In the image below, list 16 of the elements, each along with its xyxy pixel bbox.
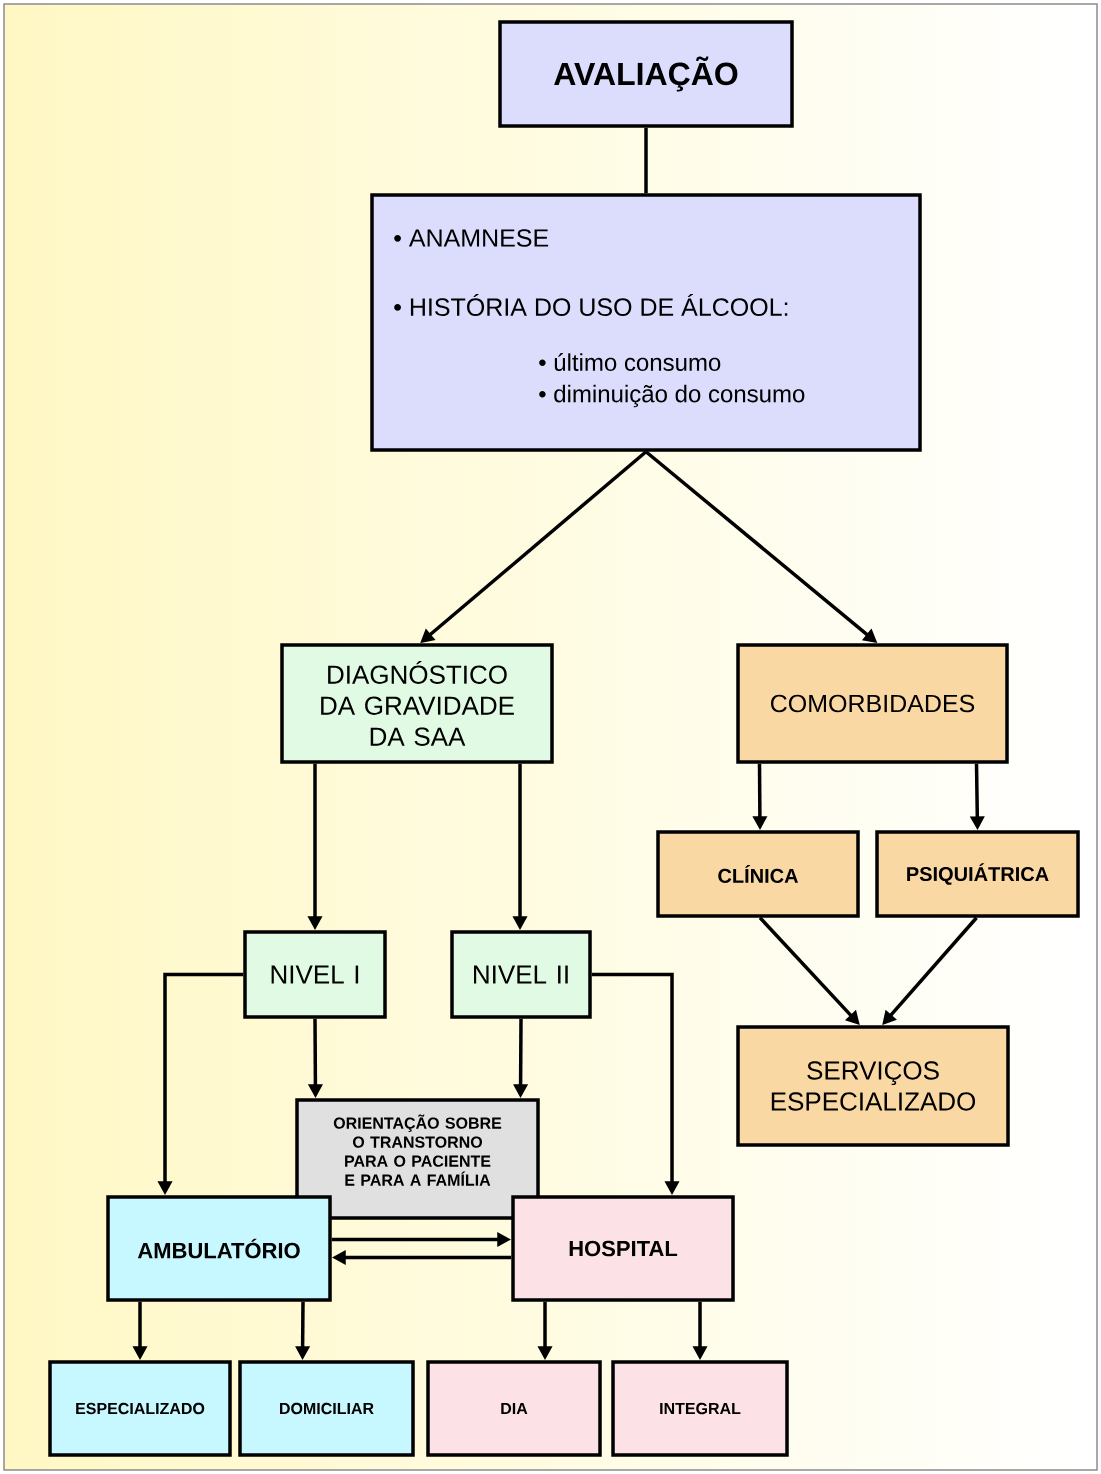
process-box: NIVEL I: [243, 930, 387, 1019]
process-box: AMBULATÓRIO: [106, 1195, 332, 1302]
process-box: ESPECIALIZADO: [48, 1360, 232, 1457]
process-box: NIVEL II: [450, 930, 592, 1019]
process-box: COMORBIDADES: [736, 643, 1009, 764]
process-box: CLÍNICA: [656, 830, 860, 918]
process-box: HOSPITAL: [511, 1195, 735, 1302]
process-box: PSIQUIÁTRICA: [875, 830, 1080, 918]
process-box: DOMICILIAR: [238, 1360, 415, 1457]
process-box: DIAGNÓSTICO DA GRAVIDADE DA SAA: [280, 643, 554, 764]
process-box: • ANAMNESE • HISTÓRIA DO USO DE ÁLCOOL: • último consumo • diminuição do consumo: [370, 193, 922, 452]
process-box: SERVIÇOS ESPECIALIZADO: [736, 1025, 1010, 1147]
process-box: AVALIAÇÃO: [498, 20, 794, 128]
process-box: ORIENTAÇÃO SOBRE O TRANSTORNO PARA O PACIENTE E PARA A FAMÍLIA: [295, 1098, 540, 1220]
process-box: INTEGRAL: [611, 1360, 789, 1457]
process-box: DIA: [426, 1360, 602, 1457]
